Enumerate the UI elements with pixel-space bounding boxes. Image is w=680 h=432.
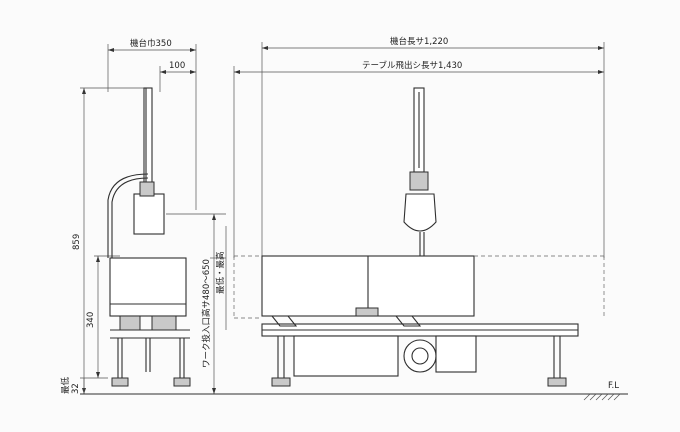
table-width-label: 機台巾350 [130,38,172,49]
dimension-height-859: 859 [72,87,148,394]
side-view-machine [107,87,191,387]
floor-line: F.L [80,381,628,401]
min-32-label-b: 32 [71,383,81,394]
floor-line-label: F.L [608,381,619,391]
height-340-label: 340 [86,312,96,328]
dimension-table-protrusion: テーブル飛出シ長サ1,430 [233,60,604,258]
dimension-min-32: 最低 32 [60,376,108,394]
work-entry-label: ワーク投入口高サ480〜650 [201,259,212,368]
table-length-label: 機台長サ1,220 [390,36,448,47]
dimension-work-entry-height: ワーク投入口高サ480〜650 最低・最高 [166,213,227,394]
front-view-machine [233,87,605,387]
table-protrusion-label: テーブル飛出シ長サ1,430 [362,60,462,71]
min-max-label: 最低・最高 [215,251,226,294]
offset-100-label: 100 [169,61,185,71]
dimension-offset-100: 100 [159,61,196,92]
height-859-label: 859 [72,234,82,250]
min-32-label-a: 最低 [60,376,71,394]
dimension-height-340: 340 [86,255,120,378]
dimension-table-length: 機台長サ1,220 [261,36,605,258]
